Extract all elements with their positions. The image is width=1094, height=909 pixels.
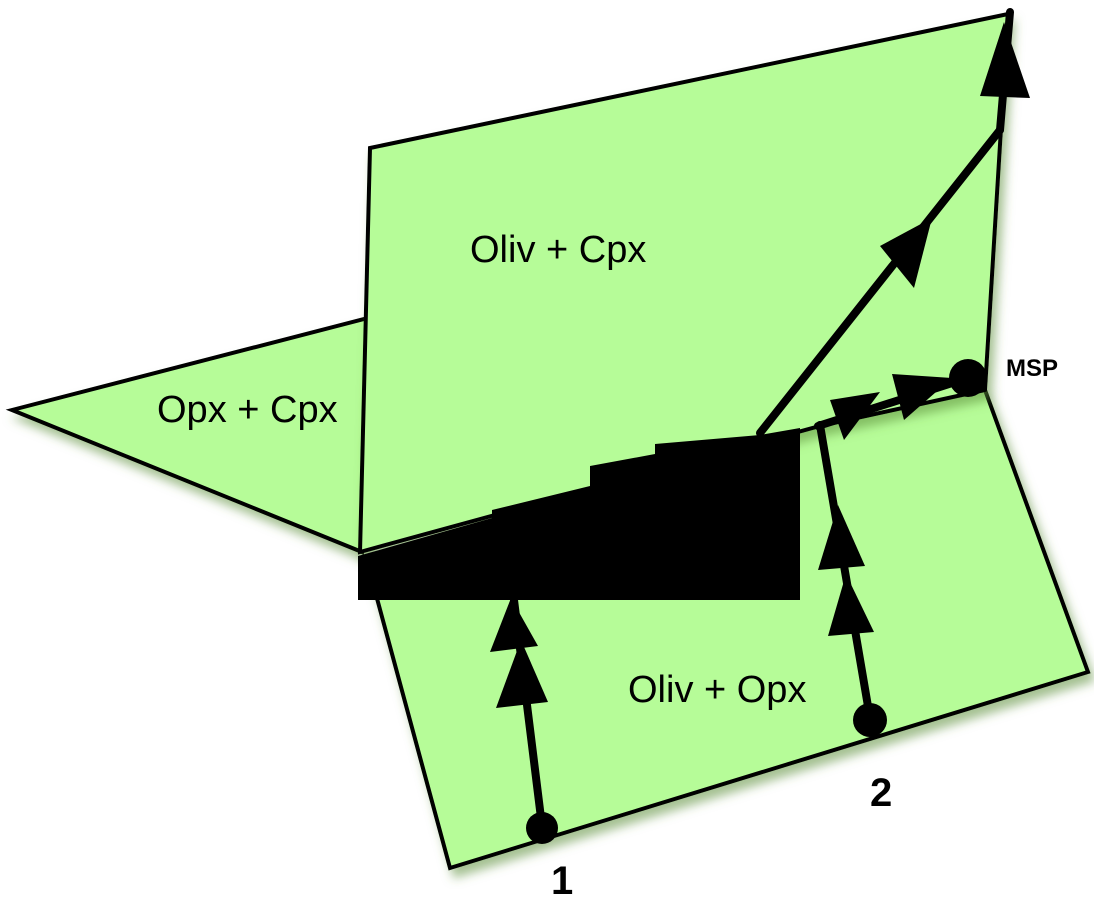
arrow-head [818,505,865,570]
arrow-head [980,22,1030,98]
msp-point [949,359,987,397]
plane-opx-cpx [5,315,371,555]
arrow-head [892,374,952,420]
path-2-start-point [853,703,887,737]
arrow-head [490,598,538,652]
label-msp: MSP [1006,355,1058,382]
label-opx-cpx: Opx + Cpx [157,389,338,431]
label-path-1: 1 [551,859,573,903]
path-1 [490,596,558,844]
cotectic-band [358,428,800,600]
arrow-head [496,640,548,708]
path-1-start-point [526,812,558,844]
arrow-head [880,218,932,288]
label-path-2: 2 [870,771,892,815]
path-up [756,8,1030,437]
label-oliv-cpx: Oliv + Cpx [470,229,646,271]
label-oliv-opx: Oliv + Opx [628,669,806,711]
arrow-head [830,392,880,440]
path-2 [816,421,887,737]
arrow-head [828,574,874,636]
path-to-msp [814,359,987,440]
